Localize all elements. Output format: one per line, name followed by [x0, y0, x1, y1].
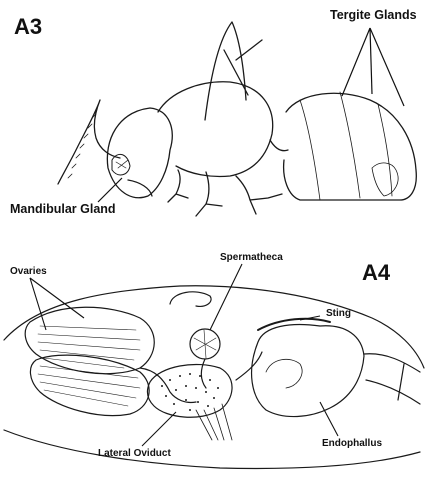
endophallus-label: Endophallus — [322, 438, 382, 449]
sting-label: Sting — [326, 308, 351, 319]
mandibular-gland-label: Mandibular Gland — [10, 202, 116, 216]
panel-a4-id: A4 — [362, 260, 390, 286]
ovaries-pointer-2 — [30, 278, 84, 318]
panel-a3-id: A3 — [14, 14, 42, 40]
a4-endophallus — [252, 325, 364, 417]
spermatheca-pointer — [210, 264, 242, 330]
ovaries-label: Ovaries — [10, 266, 47, 277]
a4-ovary-lower — [30, 355, 149, 415]
endophallus-pointer — [320, 402, 338, 436]
tergite-glands-label: Tergite Glands — [330, 8, 417, 22]
lateral-oviduct-pointer — [142, 412, 176, 446]
spermatheca-label: Spermatheca — [220, 252, 283, 263]
ovaries-pointer-1 — [30, 278, 46, 330]
lateral-oviduct-label: Lateral Oviduct — [98, 448, 171, 459]
